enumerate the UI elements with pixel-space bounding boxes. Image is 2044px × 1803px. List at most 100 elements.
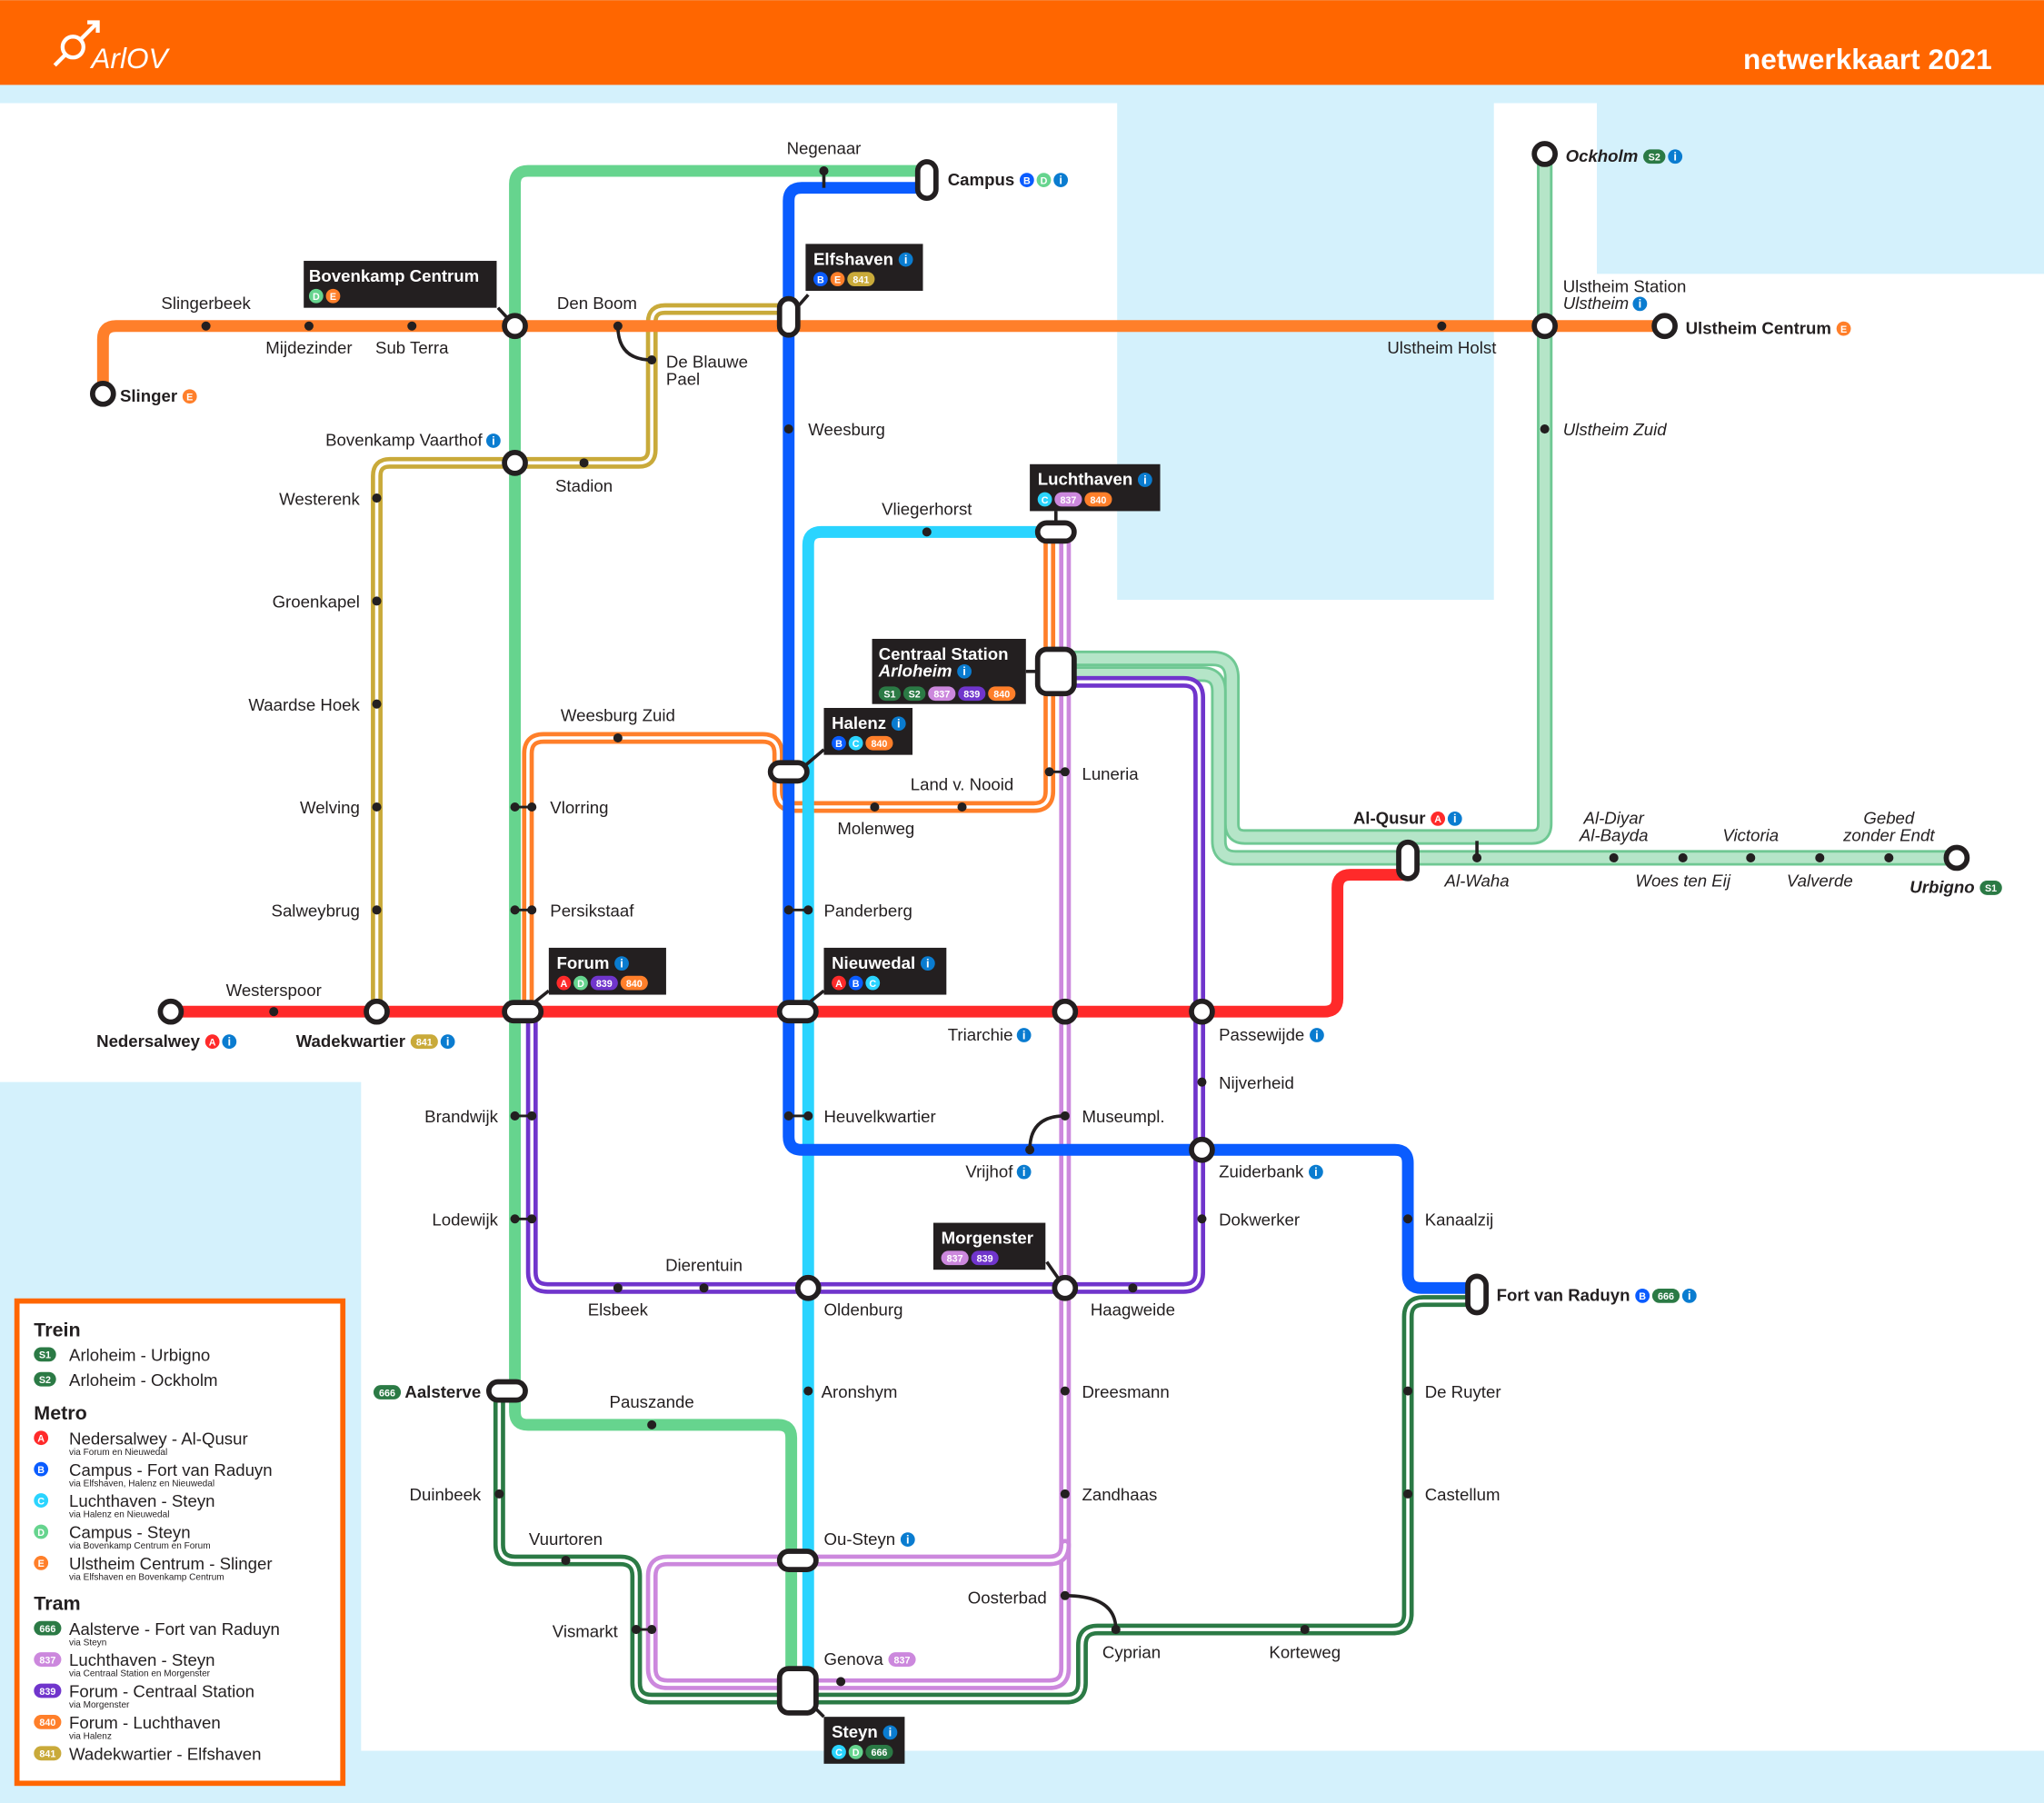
station-marker[interactable] xyxy=(1746,852,1756,862)
station-marker[interactable] xyxy=(1300,1625,1310,1635)
station-marker[interactable] xyxy=(836,1677,846,1687)
station-elsbeek[interactable]: Elsbeek xyxy=(588,1283,649,1319)
station-waardsehoek[interactable]: Waardse Hoek xyxy=(248,695,382,714)
station-marker[interactable] xyxy=(1403,1489,1413,1499)
logo-text[interactable]: ArlOV xyxy=(89,42,170,75)
station-marker[interactable] xyxy=(1531,141,1559,167)
station-valverde[interactable]: Valverde xyxy=(1787,852,1853,891)
station-marker[interactable] xyxy=(1111,1625,1121,1635)
station-marker[interactable] xyxy=(1060,1386,1070,1396)
station-marker[interactable] xyxy=(783,1111,793,1121)
station-marker[interactable] xyxy=(631,1625,641,1635)
station-marker[interactable] xyxy=(1052,1274,1079,1301)
station-marker[interactable] xyxy=(502,1000,544,1024)
station-marker[interactable] xyxy=(1884,852,1894,862)
station-marker[interactable] xyxy=(494,1489,504,1499)
station-marker[interactable] xyxy=(1060,1111,1070,1121)
station-marker[interactable] xyxy=(922,527,932,537)
station-denboom[interactable]: Den Boom xyxy=(557,294,637,331)
station-marker[interactable] xyxy=(1403,1386,1413,1396)
station-vliegerhorst[interactable]: Vliegerhorst xyxy=(882,500,972,537)
station-marker[interactable] xyxy=(794,1274,822,1301)
station-marker[interactable] xyxy=(1034,520,1077,544)
station-marker[interactable] xyxy=(819,166,829,176)
line-S1[interactable] xyxy=(1048,666,1965,866)
station-marker[interactable] xyxy=(647,355,657,365)
station-subterra[interactable]: Sub Terra xyxy=(375,321,449,357)
station-negenaar[interactable]: Negenaar xyxy=(787,138,862,176)
station-marker[interactable] xyxy=(1025,1145,1035,1155)
station-marker[interactable] xyxy=(1609,852,1619,862)
station-salweybrug[interactable]: Salweybrug xyxy=(272,901,382,920)
station-marker[interactable] xyxy=(783,905,793,915)
station-victoria[interactable]: Victoria xyxy=(1722,825,1779,862)
station-marker[interactable] xyxy=(372,699,382,709)
station-marker[interactable] xyxy=(510,802,520,812)
station-marker[interactable] xyxy=(1465,1273,1489,1316)
station-heuvelkwartier[interactable]: Heuvelkwartier xyxy=(783,1107,936,1126)
station-dierentuin[interactable]: Dierentuin xyxy=(665,1256,743,1293)
station-marker[interactable] xyxy=(1540,424,1550,434)
line-666[interactable] xyxy=(493,1295,1483,1705)
station-marker[interactable] xyxy=(510,905,520,915)
station-ulstheimzuid[interactable]: Ulstheim Zuid xyxy=(1540,420,1668,439)
station-deruyter[interactable]: De Ruyter xyxy=(1403,1382,1501,1401)
station-weesburgzuid[interactable]: Weesburg Zuid xyxy=(561,705,675,743)
line-D[interactable] xyxy=(509,164,933,1697)
station-oosterbad[interactable]: Oosterbad xyxy=(968,1588,1070,1607)
station-marker[interactable] xyxy=(1060,767,1070,777)
station-marker[interactable] xyxy=(1943,844,1970,872)
station-marker[interactable] xyxy=(561,1556,571,1566)
station-aronshym[interactable]: Aronshym xyxy=(803,1382,897,1401)
station-marker[interactable] xyxy=(803,1386,813,1396)
line-S2[interactable] xyxy=(1048,145,1553,845)
station-westerspoor[interactable]: Westerspoor xyxy=(226,981,322,1017)
station-marker[interactable] xyxy=(364,998,390,1025)
station-marker[interactable] xyxy=(579,458,589,468)
station-westerenk[interactable]: Westerenk xyxy=(279,489,382,508)
station-marker[interactable] xyxy=(647,1419,657,1429)
station-groenkapel[interactable]: Groenkapel xyxy=(273,593,382,612)
station-marker[interactable] xyxy=(1197,1077,1207,1087)
station-woesteneij[interactable]: Woes ten Eij xyxy=(1635,852,1731,891)
line-A[interactable] xyxy=(165,869,1414,1018)
station-marker[interactable] xyxy=(372,905,382,915)
station-cyprian[interactable]: Cyprian xyxy=(1102,1625,1161,1662)
station-marker[interactable] xyxy=(372,493,382,503)
station-alwaha[interactable]: Al-Waha xyxy=(1444,852,1510,891)
station-marker[interactable] xyxy=(1060,1489,1070,1499)
station-marker[interactable] xyxy=(914,159,939,202)
station-luneria[interactable]: Luneria xyxy=(1044,764,1140,783)
station-vlorring[interactable]: Vlorring xyxy=(510,798,609,817)
station-marker[interactable] xyxy=(269,1007,279,1017)
station-marker[interactable] xyxy=(407,321,417,331)
station-marker[interactable] xyxy=(1531,313,1559,340)
station-marker[interactable] xyxy=(776,1666,819,1716)
line-837[interactable] xyxy=(645,1539,1072,1690)
station-marker[interactable] xyxy=(699,1283,709,1293)
station-oldenburg[interactable]: Oldenburg xyxy=(794,1274,903,1320)
station-duinbeek[interactable]: Duinbeek xyxy=(410,1485,504,1504)
